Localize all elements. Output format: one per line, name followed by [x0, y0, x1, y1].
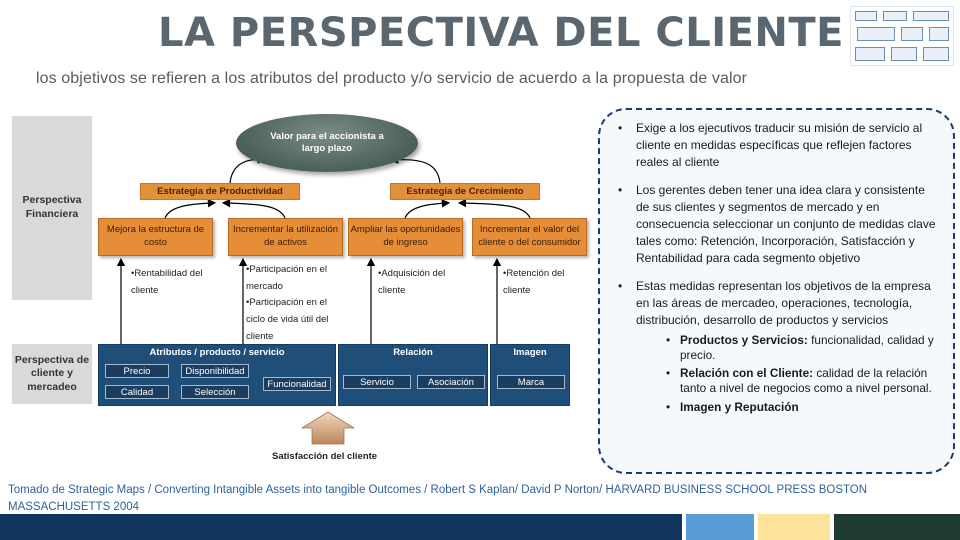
relacion-title: Relación	[393, 347, 433, 358]
sub-bullet-imagen: Imagen y Reputación	[666, 400, 936, 415]
objective-incrementar-valor-cliente: Incrementar el valor del cliente o del c…	[472, 218, 587, 256]
footer-bar-navy	[0, 514, 682, 540]
measure-item: •Rentabilidad del cliente	[131, 268, 203, 296]
sub-text: calidad de la relación tanto a nivel de …	[680, 366, 932, 395]
measures-rentabilidad: •Rentabilidad del cliente	[131, 266, 226, 299]
footer-bar-yellow	[758, 514, 830, 540]
explanation-bullet-2: Los gerentes deben tener una idea clara …	[618, 182, 936, 266]
sub-bullet-relacion: Relación con el Cliente: calidad de la r…	[666, 366, 936, 395]
arrow-mejora-to-productividad	[164, 198, 217, 219]
explanation-bullet-3: Estas medidas representan los objetivos …	[618, 278, 936, 414]
sub-label: Productos y Servicios:	[680, 332, 808, 347]
estrategia-productividad-box: Estrategia de Productividad	[140, 183, 300, 200]
estrategia-crecimiento-box: Estrategia de Crecimiento	[390, 183, 540, 200]
relacion-panel: Relación Servicio Asociación	[338, 344, 488, 406]
chip-seleccion: Selección	[181, 385, 249, 399]
page-title: LA PERSPECTIVA DEL CLIENTE	[158, 10, 844, 56]
imagen-panel: Imagen Marca	[490, 344, 570, 406]
objective-ampliar-ingreso: Ampliar las oportunidades de ingreso	[348, 218, 463, 256]
measures-retencion: •Retención del cliente	[503, 266, 593, 299]
arrow-productividad-to-valor	[229, 155, 267, 184]
imagen-title: Imagen	[513, 347, 547, 358]
measure-item: •Adquisición del cliente	[378, 268, 446, 296]
measure-item: •Participación en el mercado	[246, 264, 327, 292]
arrow-ampliar-to-crecimiento	[404, 199, 451, 219]
chip-asociacion: Asociación	[417, 375, 485, 389]
bullet-text: Exige a los ejecutivos traducir su misió…	[636, 121, 923, 169]
chip-funcionalidad: Funcionalidad	[263, 377, 331, 391]
objective-mejora-costo: Mejora la estructura de costo	[98, 218, 213, 256]
sub-text: funcionalidad, calidad y precio.	[680, 332, 934, 362]
explanation-bullet-1: Exige a los ejecutivos traducir su misió…	[618, 120, 936, 170]
atributos-title: Atributos / producto / servicio	[149, 347, 285, 358]
bullet-text: Los gerentes deben tener una idea clara …	[636, 183, 936, 265]
chip-marca: Marca	[497, 375, 565, 389]
chip-servicio: Servicio	[343, 375, 411, 389]
arrow-incrementar-to-productividad	[221, 198, 286, 219]
satisfaction-up-arrow	[300, 411, 356, 445]
sub-label: Imagen y Reputación	[680, 399, 799, 414]
atributos-panel: Atributos / producto / servicio Precio D…	[98, 344, 336, 406]
arrow-valor-to-crecimiento	[457, 198, 531, 219]
measures-participacion: •Participación en el mercado •Participac…	[246, 262, 338, 345]
arrow-crecimiento-to-valor	[389, 155, 441, 184]
bullet-text: Estas medidas representan los objetivos …	[636, 279, 931, 327]
measure-item: •Participación en el ciclo de vida útil …	[246, 297, 329, 342]
sub-bullet-productos: Productos y Servicios: funcionalidad, ca…	[666, 333, 936, 362]
explanation-sublist: Productos y Servicios: funcionalidad, ca…	[636, 333, 936, 415]
chip-calidad: Calidad	[105, 385, 169, 399]
measure-item: •Retención del cliente	[503, 268, 565, 296]
strategy-map-thumbnail-icon	[850, 6, 954, 66]
perspectiva-financiera-label: Perspectiva Financiera	[12, 116, 92, 300]
sub-label: Relación con el Cliente:	[680, 366, 814, 381]
footer-bar-dark	[834, 514, 960, 540]
explanation-list: Exige a los ejecutivos traducir su misió…	[618, 120, 936, 426]
valor-accionista-oval: Valor para el accionista a largo plazo	[236, 114, 418, 172]
perspectiva-cliente-label: Perspectiva de cliente y mercadeo	[12, 344, 92, 404]
chip-disponibilidad: Disponibilidad	[181, 364, 249, 378]
measures-adquisicion: •Adquisición del cliente	[378, 266, 468, 299]
page-subtitle: los objetivos se refieren a los atributo…	[36, 70, 748, 87]
chip-precio: Precio	[105, 364, 169, 378]
satisfaccion-label: Satisfacción del cliente	[272, 451, 378, 462]
footer-bar-blue	[686, 514, 754, 540]
explanation-panel: Exige a los ejecutivos traducir su misió…	[598, 108, 955, 474]
objective-incrementar-activos: Incrementar la utilización de activos	[228, 218, 343, 256]
source-citation: Tomado de Strategic Maps / Converting In…	[8, 484, 868, 513]
